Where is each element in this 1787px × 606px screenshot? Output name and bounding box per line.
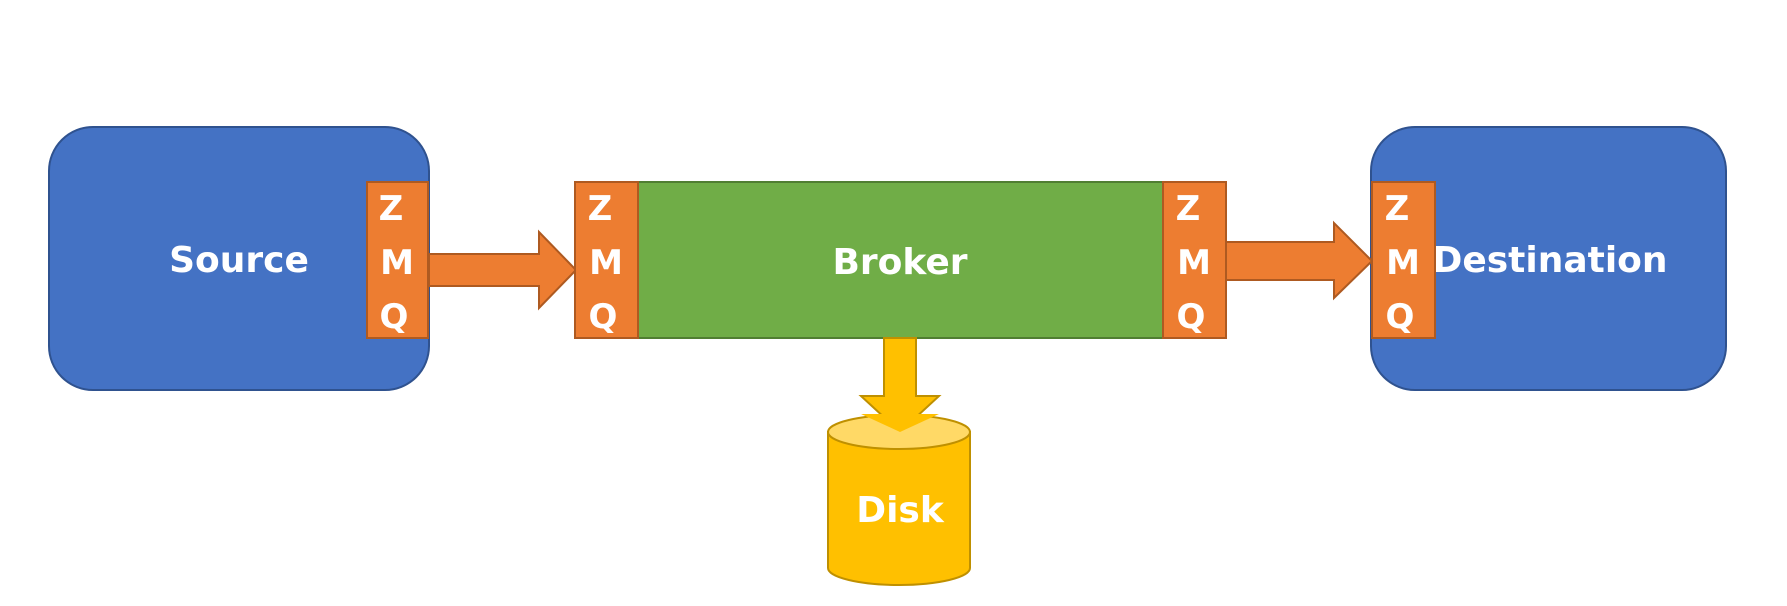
zmq-letter-m: M: [1177, 243, 1211, 283]
zmq-letter-z: Z: [1385, 189, 1410, 229]
zmq-socket-broker-out: Z M Q: [1162, 181, 1227, 339]
zmq-letter-z: Z: [1176, 189, 1201, 229]
zmq-letter-z: Z: [588, 189, 613, 229]
disk-node: Disk: [827, 414, 971, 586]
zmq-letter-m: M: [380, 243, 414, 283]
zmq-socket-source-out: Z M Q: [366, 181, 429, 339]
destination-node: Destination: [1370, 126, 1727, 391]
broker-label: Broker: [832, 242, 967, 283]
destination-label: Destination: [1432, 240, 1667, 281]
broker-node: Broker: [574, 181, 1226, 339]
zmq-letter-z: Z: [379, 189, 404, 229]
zmq-socket-broker-in: Z M Q: [574, 181, 639, 339]
source-node: Source: [48, 126, 430, 391]
zmq-socket-destination-in: Z M Q: [1371, 181, 1436, 339]
zmq-letter-q: Q: [1386, 297, 1415, 337]
zmq-letter-q: Q: [380, 297, 409, 337]
zmq-letter-m: M: [589, 243, 623, 283]
arrow-broker-to-destination: [1224, 220, 1374, 301]
zmq-letter-m: M: [1386, 243, 1420, 283]
source-label: Source: [169, 240, 309, 281]
zmq-letter-q: Q: [1177, 297, 1206, 337]
disk-label: Disk: [856, 490, 945, 531]
arrow-source-to-broker: [428, 229, 578, 311]
zmq-letter-q: Q: [589, 297, 618, 337]
